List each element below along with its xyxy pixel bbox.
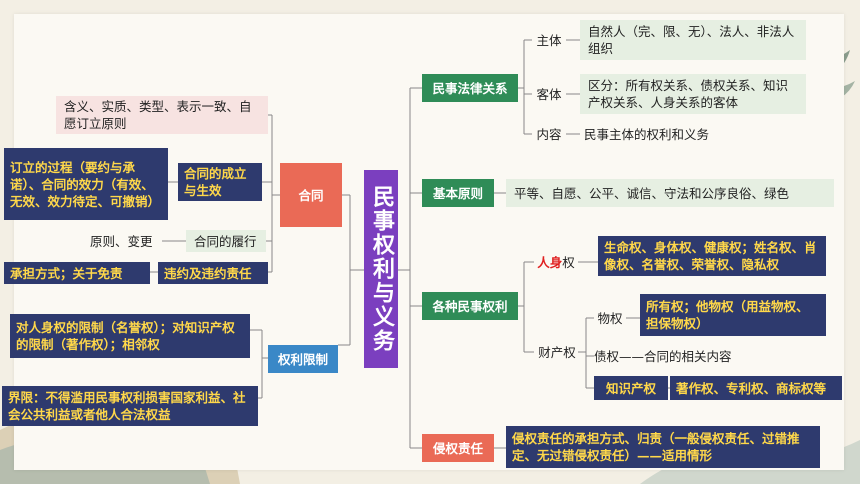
contract-node: 合同 bbox=[280, 163, 342, 227]
real-rights-detail: 所有权；他物权（用益物权、担保物权） bbox=[640, 294, 826, 336]
content-detail: 民事主体的权利和义务 bbox=[584, 126, 710, 142]
breach-node: 违约及违约责任 bbox=[158, 262, 268, 284]
contract-top-note: 含义、实质、类型、表示一致、自愿订立原则 bbox=[56, 96, 268, 134]
tort-detail: 侵权责任的承担方式、归责（一般侵权责任、过错推定、无过错侵权责任）——适用情形 bbox=[506, 426, 820, 468]
ip-rights-label: 知识产权 bbox=[594, 376, 668, 400]
real-rights-label: 物权 bbox=[597, 310, 623, 326]
ip-rights-detail: 著作权、专利权、商标权等 bbox=[670, 376, 842, 400]
principles-detail: 平等、自愿、公平、诚信、守法和公序良俗、绿色 bbox=[506, 179, 834, 207]
relations-node: 民事法律关系 bbox=[422, 74, 518, 102]
personal-rights-label: 人身权 bbox=[537, 254, 575, 270]
tort-node: 侵权责任 bbox=[422, 434, 494, 462]
object-detail: 区分：所有权关系、债权关系、知识产权关系、人身关系的客体 bbox=[580, 74, 806, 114]
property-rights-label: 财产权 bbox=[538, 344, 576, 360]
personal-rights-detail: 生命权、身体权、健康权；姓名权、肖像权、名誉权、荣誉权、隐私权 bbox=[598, 236, 826, 276]
limits-node: 权利限制 bbox=[268, 345, 338, 373]
performance-node: 合同的履行 bbox=[186, 230, 266, 252]
content-label: 内容 bbox=[536, 126, 562, 142]
center-topic: 民事权利与义务 bbox=[364, 170, 398, 368]
rights-node: 各种民事权利 bbox=[422, 292, 518, 320]
object-label: 客体 bbox=[536, 86, 562, 102]
formation-node: 合同的成立与生效 bbox=[178, 163, 262, 201]
principles-node: 基本原则 bbox=[422, 179, 494, 207]
subject-detail: 自然人（完、限、无）、法人、非法人组织 bbox=[580, 20, 806, 60]
contract-label: 合同 bbox=[298, 187, 324, 203]
subject-label: 主体 bbox=[536, 32, 562, 48]
limits-detail-1: 对人身权的限制（名誉权）；对知识产权的限制（著作权）；相邻权 bbox=[10, 314, 250, 358]
limits-detail-2: 界限：不得滥用民事权利损害国家利益、社会公共利益或者他人合法权益 bbox=[2, 386, 258, 426]
formation-detail: 订立的过程（要约与承诺）、合同的效力（有效、无效、效力待定、可撤销） bbox=[4, 148, 168, 220]
performance-detail: 原则、变更 bbox=[90, 233, 153, 249]
debt-rights-label: 债权——合同的相关内容 bbox=[594, 348, 732, 364]
center-topic-label: 民事权利与义务 bbox=[369, 185, 394, 353]
breach-detail: 承担方式；关于免责 bbox=[4, 262, 150, 284]
